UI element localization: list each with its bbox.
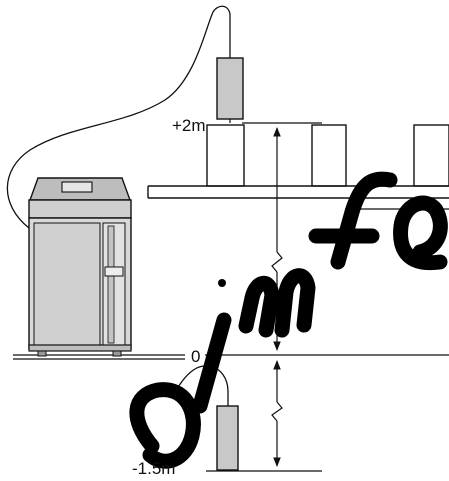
inkjet-printer-cabinet xyxy=(28,177,132,357)
printhead-upper xyxy=(216,57,244,123)
ground-line xyxy=(13,354,449,360)
product-box-1 xyxy=(206,124,245,187)
printer-door-handle xyxy=(104,266,124,277)
height-label-top: +2m xyxy=(172,116,206,135)
product-box-3 xyxy=(413,124,449,187)
conveyor-belt xyxy=(147,185,449,199)
height-label-ground: 0 xyxy=(191,347,201,366)
printhead-cable-upper xyxy=(6,5,231,229)
printer-display-window xyxy=(61,181,93,193)
height-label-bottom: -1.5m xyxy=(132,459,176,478)
dimension-lower xyxy=(206,360,322,472)
watermark xyxy=(129,171,448,469)
product-box-2 xyxy=(311,124,347,187)
printer-foot-right xyxy=(112,350,122,357)
printer-foot-left xyxy=(37,350,47,357)
